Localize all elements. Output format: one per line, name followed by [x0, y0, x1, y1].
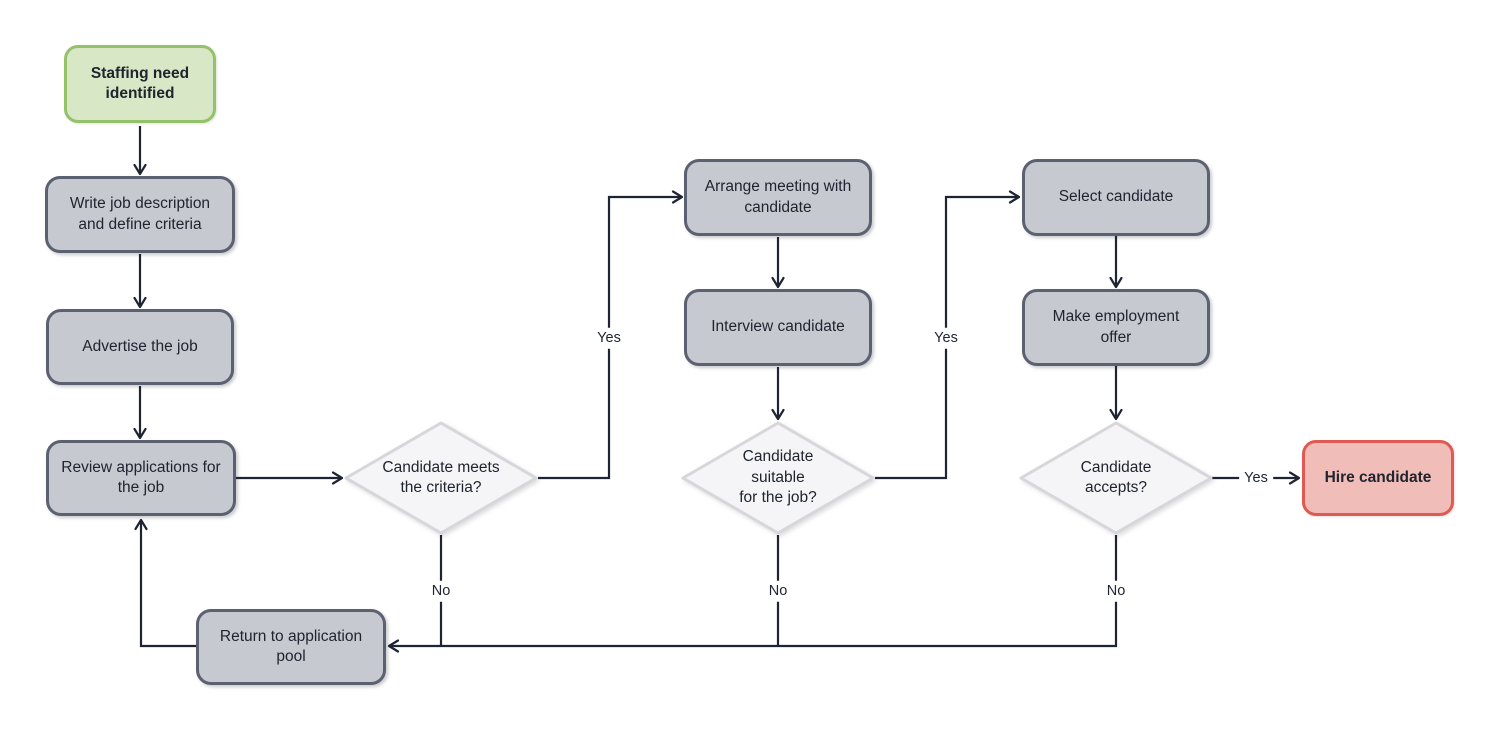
diamond-shape [344, 421, 538, 535]
node-return-to-application-pool[interactable]: Return to application pool [196, 609, 386, 685]
node-make-employment-offer[interactable]: Make employment offer [1022, 289, 1210, 366]
connector-return-to-review [134, 518, 196, 648]
diamond-shape [1019, 421, 1213, 535]
node-label: Write job description and define criteri… [69, 195, 211, 233]
diamond-shape [681, 421, 875, 535]
edge-label-yes: Yes [929, 327, 963, 349]
node-arrange-meeting[interactable]: Arrange meeting with candidate [684, 159, 872, 236]
node-hire-candidate[interactable]: Hire candidate [1302, 440, 1454, 516]
node-label: Interview candidate [711, 318, 845, 336]
edge-label-yes: Yes [592, 327, 626, 349]
node-label: Candidate meets the criteria? [382, 458, 500, 496]
node-candidate-meets-criteria[interactable]: Candidate meets the criteria? [344, 421, 538, 535]
node-review-applications[interactable]: Review applications for the job [46, 440, 236, 516]
node-label: Make employment offer [1052, 308, 1180, 346]
node-staffing-need-identified[interactable]: Staffing need identified [64, 45, 216, 123]
connector-no-bus-to-return [387, 535, 1118, 653]
node-label: Candidate suitable for the job? [739, 448, 817, 507]
node-label: Return to application pool [219, 627, 363, 665]
node-label: Advertise the job [82, 337, 198, 355]
node-select-candidate[interactable]: Select candidate [1022, 159, 1210, 236]
node-label: Hire candidate [1324, 468, 1432, 486]
edge-label-no: No [763, 580, 793, 602]
node-write-job-description[interactable]: Write job description and define criteri… [45, 176, 235, 253]
node-label: Candidate accepts? [1080, 458, 1152, 496]
node-interview-candidate[interactable]: Interview candidate [684, 289, 872, 366]
edge-label-no: No [1101, 580, 1131, 602]
edge-label-no: No [426, 580, 456, 602]
node-label: Staffing need identified [90, 64, 190, 102]
node-label: Arrange meeting with candidate [704, 178, 852, 216]
node-label: Review applications for the job [61, 458, 221, 496]
node-candidate-suitable[interactable]: Candidate suitable for the job? [681, 421, 875, 535]
node-advertise-the-job[interactable]: Advertise the job [46, 309, 234, 385]
edge-label-yes: Yes [1239, 467, 1273, 489]
node-label: Select candidate [1058, 188, 1174, 206]
node-candidate-accepts[interactable]: Candidate accepts? [1019, 421, 1213, 535]
